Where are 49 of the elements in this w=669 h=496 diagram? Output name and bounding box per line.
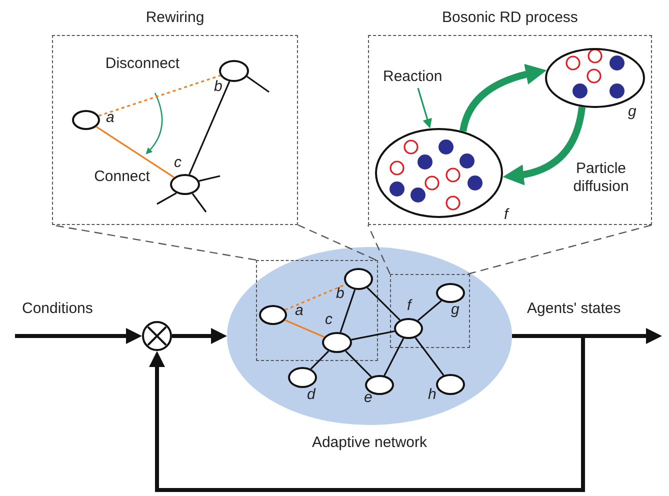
network-link (192, 193, 207, 212)
node-text: Conditions (22, 300, 93, 318)
network-link (188, 81, 230, 175)
network-link (156, 192, 177, 205)
network-link (417, 300, 442, 322)
node-letter: d (307, 386, 316, 403)
arrow (172, 328, 227, 344)
node-letter: f (407, 297, 412, 314)
arrow (15, 328, 142, 344)
network-caption: Adaptive network (310, 433, 428, 453)
node-letter: g (451, 301, 460, 318)
node-letter: h (428, 386, 436, 403)
node-letter: f (504, 206, 508, 223)
arrow (502, 106, 586, 185)
annotation-label: Connect (93, 168, 151, 186)
arrow (149, 334, 585, 492)
network-node (72, 110, 100, 130)
annotation-label: Particle diffusion (572, 160, 630, 196)
node-letter: e (364, 389, 372, 406)
network-link (384, 338, 404, 376)
panel-title: Rewiring (144, 8, 206, 28)
node-letter: c (174, 154, 182, 171)
node-text: Reaction (383, 68, 442, 86)
arrow (460, 64, 547, 132)
network-link (198, 175, 220, 182)
node-letter: a (106, 109, 114, 126)
network-link (340, 289, 356, 333)
network-link (246, 76, 270, 93)
network-link (366, 287, 400, 321)
panel-title: Bosonic RD process (441, 8, 579, 28)
leader-line (417, 88, 432, 128)
node-letter: a (295, 302, 304, 319)
network-node (219, 60, 249, 82)
node-letter: c (325, 311, 332, 328)
network-link (414, 337, 444, 376)
network-node (170, 174, 200, 195)
network-link (284, 319, 325, 338)
network-link (351, 330, 395, 340)
node-letter: b (336, 285, 344, 302)
network-link (284, 284, 346, 311)
node-letter: g (628, 103, 636, 120)
annotation-label: Disconnect (104, 55, 181, 73)
network-link (98, 74, 221, 117)
network-link (96, 126, 174, 178)
node-letter: b (214, 78, 222, 95)
network-link (345, 350, 372, 378)
network-link (310, 350, 330, 370)
summing-junction (142, 321, 172, 351)
node-text: Agents' states (527, 300, 621, 318)
